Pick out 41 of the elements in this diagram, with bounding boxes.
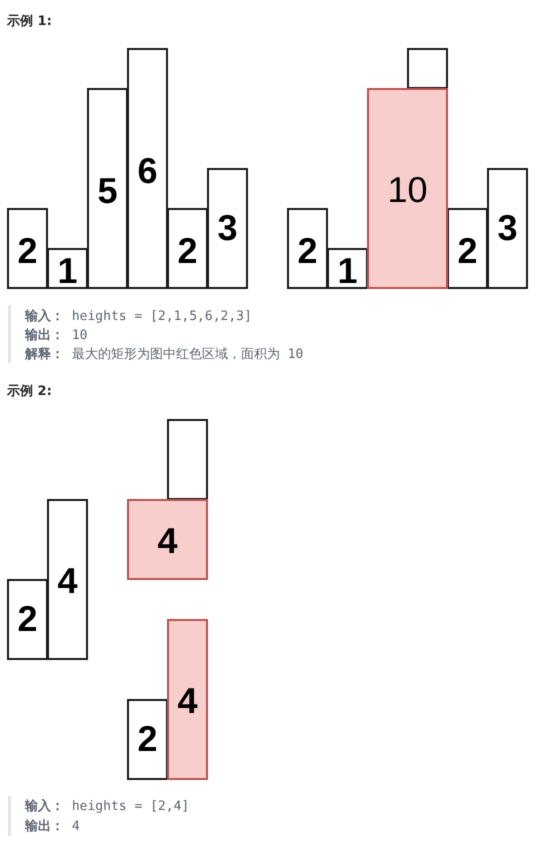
bar-value: 4	[176, 683, 199, 719]
bar	[7, 208, 48, 289]
bar	[327, 248, 368, 289]
bar	[167, 419, 208, 500]
bar-value: 2	[136, 721, 159, 757]
bar-value: 2	[16, 601, 39, 637]
section-heading: 示例 2:	[7, 383, 52, 400]
bar	[447, 208, 488, 289]
bar-value: 6	[136, 153, 159, 189]
highlighted-rectangle	[127, 499, 208, 580]
bar	[167, 208, 208, 289]
bar	[487, 168, 528, 289]
bar	[407, 48, 448, 89]
bar-value: 1	[336, 253, 359, 289]
example-text: 输出： 4	[25, 818, 80, 835]
bar-value: 10	[386, 172, 429, 208]
example-text: 解释： 最大的矩形为图中红色区域，面积为 10	[25, 346, 304, 363]
bar	[127, 699, 168, 780]
example-text: 输出： 10	[25, 327, 88, 344]
bar	[47, 248, 88, 289]
bar	[47, 499, 88, 660]
bar	[7, 579, 48, 660]
bar	[127, 48, 168, 289]
bar-value: 5	[96, 173, 119, 209]
bar	[287, 208, 328, 289]
bar-value: 2	[176, 233, 199, 269]
bar-value: 2	[296, 233, 319, 269]
bar-value: 2	[16, 233, 39, 269]
highlighted-rectangle	[167, 619, 208, 780]
bar-value: 4	[56, 563, 79, 599]
bar-value: 3	[216, 210, 239, 246]
section-heading: 示例 1:	[7, 13, 52, 30]
example-text: 输入： heights = [2,1,5,6,2,3]	[25, 308, 252, 325]
bar-value: 1	[56, 253, 79, 289]
highlighted-rectangle	[367, 88, 448, 289]
bar	[87, 88, 128, 289]
bar-value: 4	[156, 523, 179, 559]
bar	[207, 168, 248, 289]
bar-value: 2	[456, 233, 479, 269]
bar-value: 3	[496, 210, 519, 246]
example-text: 输入： heights = [2,4]	[25, 798, 190, 815]
